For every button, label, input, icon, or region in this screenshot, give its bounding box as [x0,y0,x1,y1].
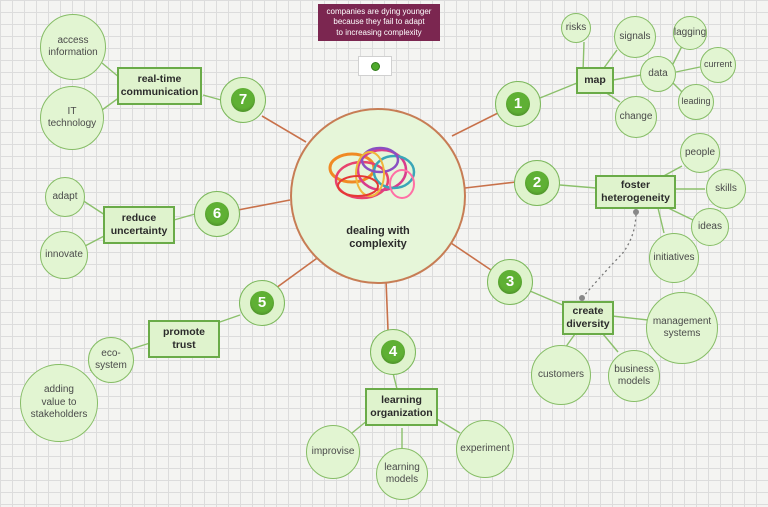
leaf-management-systems[interactable]: management systems [646,292,718,364]
branch-node-4[interactable]: 4 [370,329,416,375]
leaf-learning-models[interactable]: learning models [376,448,428,500]
topic-learning-organization[interactable]: learning organization [365,388,438,426]
branch-node-7[interactable]: 7 [220,77,266,123]
leaf-people[interactable]: people [680,133,720,173]
leaf-skills[interactable]: skills [706,169,746,209]
branch-number: 5 [250,291,274,315]
branch-number: 1 [506,92,530,116]
topic-create-diversity[interactable]: create diversity [562,301,614,335]
tangled-wires-icon [328,146,416,200]
leaf-adding-value-to-stakeholders[interactable]: adding value to stakeholders [20,364,98,442]
branch-number: 6 [205,202,229,226]
image-thumbnail[interactable] [358,56,392,76]
topic-reduce-uncertainty[interactable]: reduce uncertainty [103,206,175,244]
branch-node-6[interactable]: 6 [194,191,240,237]
leaf-access-information[interactable]: access information [40,14,106,80]
leaf-change[interactable]: change [615,96,657,138]
leaf-risks[interactable]: risks [561,13,591,43]
leaf-adapt[interactable]: adapt [45,177,85,217]
branch-node-1[interactable]: 1 [495,81,541,127]
leaf-customers[interactable]: customers [531,345,591,405]
leaf-lagging[interactable]: lagging [673,16,707,50]
topic-map[interactable]: map [576,67,614,94]
topic-promote-trust[interactable]: promote trust [148,320,220,358]
leaf-business-models[interactable]: business models [608,350,660,402]
leaf-leading[interactable]: leading [678,84,714,120]
leaf-ecosystem[interactable]: eco- system [88,337,134,383]
topic-foster-heterogeneity[interactable]: foster heterogeneity [595,175,676,209]
branch-node-5[interactable]: 5 [239,280,285,326]
leaf-initiatives[interactable]: initiatives [649,233,699,283]
leaf-data[interactable]: data [640,56,676,92]
leaf-innovate[interactable]: innovate [40,231,88,279]
topic-real-time-communication[interactable]: real-time communication [117,67,202,105]
leaf-improvise[interactable]: improvise [306,425,360,479]
central-topic[interactable]: dealing with complexity [290,108,466,284]
branch-node-3[interactable]: 3 [487,259,533,305]
branch-number: 4 [381,340,405,364]
branch-number: 2 [525,171,549,195]
leaf-current[interactable]: current [700,47,736,83]
green-dot-icon [370,61,380,71]
branch-node-2[interactable]: 2 [514,160,560,206]
branch-number: 3 [498,270,522,294]
title-banner[interactable]: companies are dying younger because they… [318,4,440,41]
central-topic-label: dealing with complexity [346,224,410,251]
branch-number: 7 [231,88,255,112]
leaf-experiment[interactable]: experiment [456,420,514,478]
leaf-it-technology[interactable]: IT technology [40,86,104,150]
leaf-signals[interactable]: signals [614,16,656,58]
leaf-ideas[interactable]: ideas [691,208,729,246]
